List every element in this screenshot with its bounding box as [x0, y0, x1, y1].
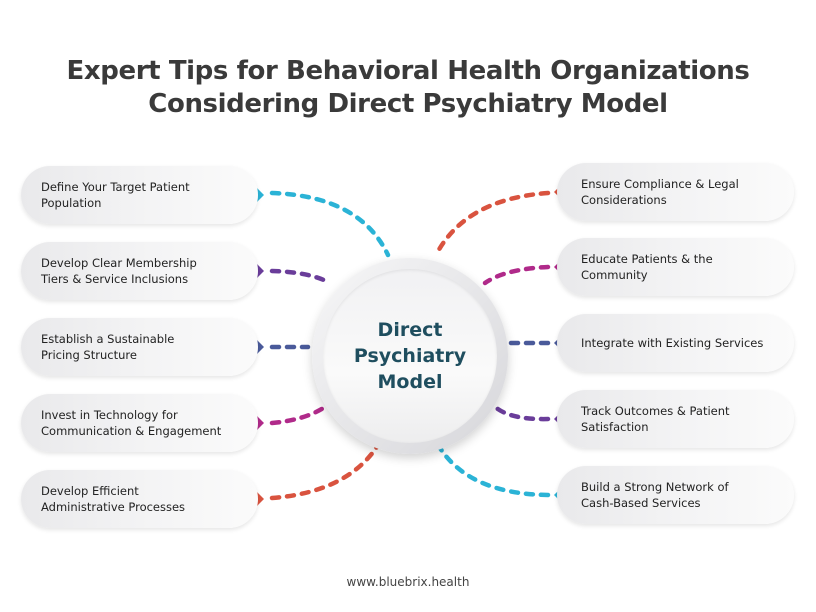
right-connector-2 — [482, 264, 551, 286]
tip-text-line-2: Pricing Structure — [41, 348, 137, 362]
tip-text: Build a Strong Network of Cash-Based Ser… — [581, 479, 729, 511]
tip-text: Educate Patients & the Community — [581, 251, 713, 283]
left-connector-4 — [269, 404, 328, 426]
tip-text-line-2: Administrative Processes — [41, 500, 186, 514]
tip-text-line-2: Community — [581, 268, 648, 282]
left-connector-5 — [269, 439, 383, 501]
right-connector-5 — [437, 445, 551, 498]
tip-text-line-1: Ensure Compliance & Legal — [581, 177, 739, 191]
tip-text: Define Your Target Patient Population — [41, 179, 190, 211]
tip-card-right-3: Integrate with Existing Services — [557, 314, 794, 372]
tip-text-line-1: Build a Strong Network of — [581, 480, 729, 494]
tip-text-line-2: Satisfaction — [581, 420, 649, 434]
title-line-2: Considering Direct Psychiatry Model — [148, 89, 668, 119]
tip-text-line-1: Define Your Target Patient — [41, 180, 190, 194]
title-line-1: Expert Tips for Behavioral Health Organi… — [66, 56, 750, 86]
tip-text-line-2: Communication & Engagement — [41, 424, 222, 438]
tip-card-right-4: Track Outcomes & Patient Satisfaction — [557, 390, 794, 448]
tip-text: Ensure Compliance & Legal Considerations — [581, 176, 739, 208]
tip-text: Integrate with Existing Services — [581, 335, 763, 351]
tip-text: Develop Clear Membership Tiers & Service… — [41, 255, 197, 287]
tip-card-left-4: Invest in Technology for Communication &… — [21, 394, 258, 452]
tip-text-line-2: Population — [41, 196, 102, 210]
tip-card-right-5: Build a Strong Network of Cash-Based Ser… — [557, 466, 794, 524]
tip-text-line-1: Establish a Sustainable — [41, 332, 175, 346]
tip-text-line-1: Invest in Technology for — [41, 408, 178, 422]
page-title: Expert Tips for Behavioral Health Organi… — [0, 55, 816, 121]
center-line-2: Psychiatry — [353, 345, 467, 367]
tip-text-line-2: Cash-Based Services — [581, 496, 701, 510]
tip-card-left-2: Develop Clear Membership Tiers & Service… — [21, 242, 258, 300]
left-connector-1 — [269, 190, 391, 258]
tip-text: Track Outcomes & Patient Satisfaction — [581, 403, 730, 435]
tip-text: Develop Efficient Administrative Process… — [41, 483, 185, 515]
right-connector-1 — [433, 190, 551, 258]
tip-card-left-3: Establish a Sustainable Pricing Structur… — [21, 318, 258, 376]
tip-card-right-2: Educate Patients & the Community — [557, 238, 794, 296]
tip-text-line-1: Integrate with Existing Services — [581, 336, 764, 350]
center-hub-label: Direct Psychiatry Model — [323, 269, 497, 443]
tip-card-right-1: Ensure Compliance & Legal Considerations — [557, 163, 794, 221]
tip-text: Establish a Sustainable Pricing Structur… — [41, 331, 174, 363]
tip-text-line-1: Educate Patients & the — [581, 252, 713, 266]
center-line-1: Direct — [377, 319, 443, 341]
tip-text: Invest in Technology for Communication &… — [41, 407, 221, 439]
left-connector-2 — [269, 268, 333, 286]
right-connector-4 — [490, 402, 551, 422]
center-line-3: Model — [377, 371, 443, 393]
tip-text-line-1: Develop Clear Membership — [41, 256, 197, 270]
center-hub: Direct Psychiatry Model — [312, 258, 508, 454]
tip-text-line-2: Tiers & Service Inclusions — [41, 272, 189, 286]
tip-text-line-1: Track Outcomes & Patient — [581, 404, 730, 418]
tip-card-left-1: Define Your Target Patient Population — [21, 166, 258, 224]
tip-card-left-5: Develop Efficient Administrative Process… — [21, 470, 258, 528]
tip-text-line-1: Develop Efficient — [41, 484, 139, 498]
tip-text-line-2: Considerations — [581, 193, 667, 207]
footer-url: www.bluebrix.health — [346, 575, 470, 589]
